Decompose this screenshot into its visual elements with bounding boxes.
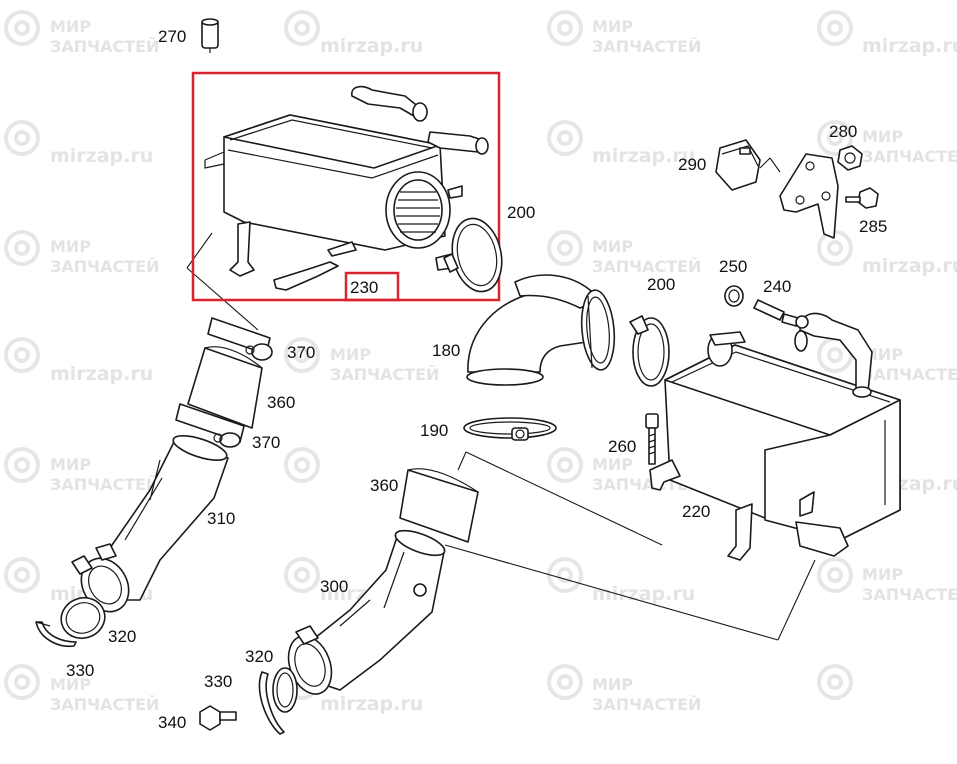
part-240-temperature-sensor[interactable] (753, 299, 809, 329)
watermark-brand-sub: ЗАПЧАСТЕЙ (862, 147, 957, 166)
part-320-seal-ring[interactable] (55, 592, 110, 645)
part-label-220[interactable]: 220 (682, 502, 710, 521)
part-label-370[interactable]: 370 (252, 433, 280, 452)
watermark-brand-sub: ЗАПЧАСТЕЙ (592, 37, 701, 56)
part-label-360[interactable]: 360 (370, 476, 398, 495)
part-330-retaining-clip[interactable] (35, 621, 77, 648)
watermark-brand-sub: ЗАПЧАСТЕЙ (50, 695, 159, 714)
watermark-brand: МИР (50, 237, 91, 256)
part-label-290[interactable]: 290 (678, 155, 706, 174)
part-370-hose-clamp[interactable] (175, 403, 245, 448)
part-label-285[interactable]: 285 (859, 217, 887, 236)
part-340-bolt[interactable] (199, 705, 237, 731)
part-label-320[interactable]: 320 (245, 647, 273, 666)
part-labels: 270 200 290 280 285 250 240 200 230 180 … (66, 27, 887, 732)
part-320-seal-ring[interactable] (272, 667, 298, 713)
part-label-240[interactable]: 240 (763, 277, 791, 296)
watermark-site: mirzap.ru (862, 35, 957, 57)
part-label-200[interactable]: 200 (647, 275, 675, 294)
watermark-brand-sub: ЗАПЧАСТЕЙ (592, 257, 701, 276)
part-label-320[interactable]: 320 (108, 627, 136, 646)
part-330-retaining-clip[interactable] (258, 671, 285, 735)
watermark-brand-sub: ЗАПЧАСТЕЙ (330, 365, 439, 384)
part-label-180[interactable]: 180 (432, 341, 460, 360)
part-label-270[interactable]: 270 (158, 27, 186, 46)
part-label-330[interactable]: 330 (204, 672, 232, 691)
watermark-brand: МИР (862, 565, 903, 584)
watermark-brand-sub: ЗАПЧАСТЕЙ (592, 695, 701, 714)
part-290-bracket[interactable] (779, 153, 839, 239)
watermark-brand-sub: ЗАПЧАСТЕЙ (862, 585, 957, 604)
part-label-260[interactable]: 260 (608, 437, 636, 456)
part-label-190[interactable]: 190 (420, 421, 448, 440)
part-label-340[interactable]: 340 (158, 713, 186, 732)
part-260-bolt[interactable] (645, 413, 659, 465)
watermark-brand: МИР (592, 17, 633, 36)
watermark-brand-sub: ЗАПЧАСТЕЙ (50, 475, 159, 494)
watermark-site: mirzap.ru (320, 35, 423, 57)
watermark-brand: МИР (592, 675, 633, 694)
watermark-brand: МИР (330, 345, 371, 364)
part-300-intake-pipe[interactable] (281, 526, 448, 700)
part-label-300[interactable]: 300 (320, 577, 348, 596)
watermark-site: mirzap.ru (50, 145, 153, 167)
watermark-site: mirzap.ru (320, 693, 423, 715)
part-270-plug[interactable] (201, 18, 219, 53)
watermark-site: mirzap.ru (862, 255, 957, 277)
watermark-brand-sub: ЗАПЧАСТЕЙ (50, 257, 159, 276)
part-200-hose-clamp[interactable] (629, 315, 670, 387)
part-290-pressure-sensor[interactable] (715, 139, 761, 191)
part-label-250[interactable]: 250 (719, 257, 747, 276)
part-label-330[interactable]: 330 (66, 661, 94, 680)
watermark-brand: МИР (862, 127, 903, 146)
part-label-280[interactable]: 280 (829, 122, 857, 141)
watermark-brand: МИР (592, 237, 633, 256)
watermark-brand: МИР (50, 675, 91, 694)
part-label-230[interactable]: 230 (350, 278, 378, 297)
part-280-nut[interactable] (837, 145, 863, 171)
part-label-370[interactable]: 370 (287, 343, 315, 362)
part-220-charge-air-cooler[interactable] (649, 312, 901, 561)
part-285-bolt[interactable] (845, 187, 879, 209)
part-label-310[interactable]: 310 (207, 509, 235, 528)
part-310-intake-pipe[interactable] (71, 431, 229, 620)
part-180-elbow-hose[interactable] (466, 274, 617, 386)
watermark-brand: МИР (592, 455, 633, 474)
watermark-site: mirzap.ru (592, 145, 695, 167)
watermark-brand-sub: ЗАПЧАСТЕЙ (862, 365, 957, 384)
part-360-hose-sleeve[interactable] (187, 346, 263, 429)
watermark-site: mirzap.ru (50, 363, 153, 385)
watermark-brand: МИР (862, 345, 903, 364)
part-370-hose-clamp[interactable] (207, 317, 273, 361)
watermark-brand: МИР (50, 455, 91, 474)
watermark-brand-sub: ЗАПЧАСТЕЙ (50, 37, 159, 56)
part-360-hose-sleeve[interactable] (399, 468, 479, 543)
part-label-200[interactable]: 200 (507, 203, 535, 222)
part-label-360[interactable]: 360 (267, 393, 295, 412)
watermark-brand: МИР (50, 17, 91, 36)
part-250-sensor-seal[interactable] (724, 285, 744, 307)
part-200-hose-clamp[interactable] (443, 214, 508, 296)
watermark-site: mirzap.ru (592, 583, 695, 605)
selection-label-box[interactable] (344, 271, 400, 302)
part-190-hose-clamp[interactable] (463, 417, 557, 441)
